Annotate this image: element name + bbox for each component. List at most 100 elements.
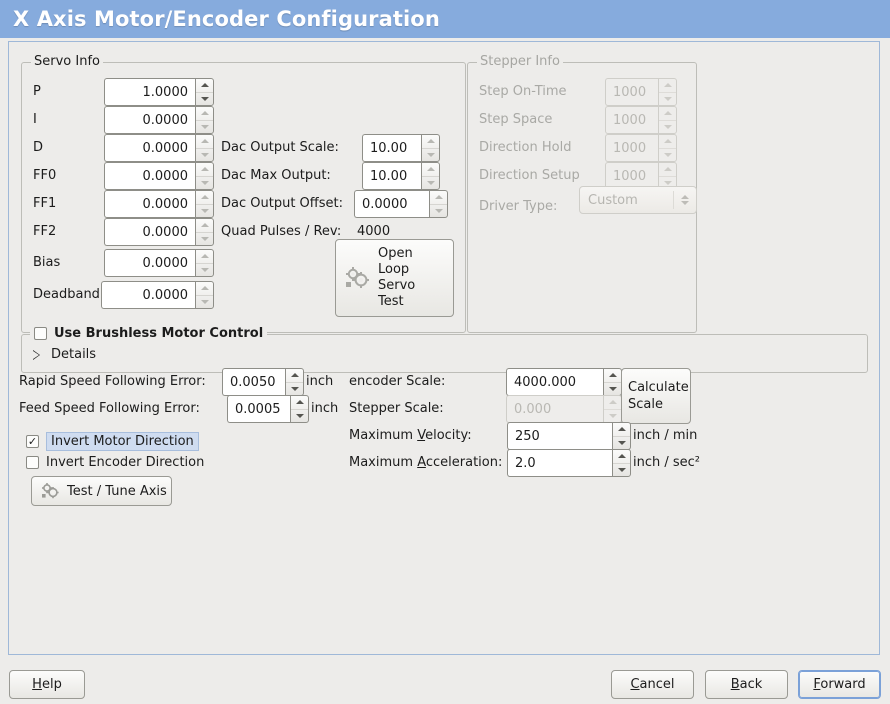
spin-up-icon[interactable] <box>659 163 676 176</box>
feed-following-error-input[interactable]: 0.0005 <box>227 395 290 423</box>
help-button[interactable]: Help <box>9 670 85 699</box>
direction-setup-buttons[interactable] <box>658 162 677 190</box>
spin-down-icon[interactable] <box>196 262 213 277</box>
maximum-velocity-buttons[interactable] <box>612 422 631 450</box>
spin-up-icon[interactable] <box>196 282 213 295</box>
spin-down-icon[interactable] <box>196 119 213 134</box>
spin-down-icon[interactable] <box>196 203 213 218</box>
servo-spin-ff2-buttons[interactable] <box>195 218 214 246</box>
spin-up-icon[interactable] <box>286 369 303 382</box>
spin-down-icon[interactable] <box>613 462 630 477</box>
maximum-velocity-input[interactable]: 250 <box>507 422 612 450</box>
step-space-buttons[interactable] <box>658 106 677 134</box>
servo-spin-ff0-buttons[interactable] <box>195 162 214 190</box>
spin-up-icon[interactable] <box>196 163 213 176</box>
dac-max-output-spin[interactable]: 10.00 <box>362 162 440 190</box>
servo-input-ff0[interactable]: 0.0000 <box>104 162 195 190</box>
direction-hold-buttons[interactable] <box>658 134 677 162</box>
spin-up-icon[interactable] <box>604 369 621 382</box>
direction-setup-spin[interactable]: 1000 <box>605 162 677 190</box>
spin-down-icon[interactable] <box>291 408 308 423</box>
servo-spin-deadband-buttons[interactable] <box>195 281 214 309</box>
servo-input-deadband[interactable]: 0.0000 <box>101 281 195 309</box>
spin-down-icon[interactable] <box>659 119 676 134</box>
spin-up-icon[interactable] <box>196 79 213 92</box>
dac-max-output-buttons[interactable] <box>421 162 440 190</box>
step-space-spin[interactable]: 1000 <box>605 106 677 134</box>
stepper-scale-input[interactable]: 0.000 <box>506 395 603 423</box>
spin-up-icon[interactable] <box>291 396 308 409</box>
invert-encoder-direction-row[interactable]: Invert Encoder Direction <box>26 455 204 470</box>
spin-up-icon[interactable] <box>196 135 213 148</box>
spin-down-icon[interactable] <box>196 294 213 309</box>
servo-input-d[interactable]: 0.0000 <box>104 134 195 162</box>
spin-down-icon[interactable] <box>196 231 213 246</box>
spin-up-icon[interactable] <box>196 107 213 120</box>
spin-up-icon[interactable] <box>422 135 439 148</box>
invert-motor-direction-row[interactable]: ✓ Invert Motor Direction <box>26 432 199 451</box>
direction-hold-input[interactable]: 1000 <box>605 134 658 162</box>
spin-down-icon[interactable] <box>430 203 447 218</box>
spin-down-icon[interactable] <box>613 435 630 450</box>
servo-spin-ff0[interactable]: 0.0000 <box>104 162 214 190</box>
direction-hold-spin[interactable]: 1000 <box>605 134 677 162</box>
spin-up-icon[interactable] <box>196 219 213 232</box>
maximum-acceleration-buttons[interactable] <box>612 449 631 477</box>
step-space-input[interactable]: 1000 <box>605 106 658 134</box>
servo-input-bias[interactable]: 0.0000 <box>104 249 195 277</box>
maximum-acceleration-spin[interactable]: 2.0 <box>507 449 631 477</box>
spin-up-icon[interactable] <box>659 79 676 92</box>
invert-motor-direction-checkbox[interactable]: ✓ <box>26 435 39 448</box>
spin-down-icon[interactable] <box>422 175 439 190</box>
step-on-time-spin[interactable]: 1000 <box>605 78 677 106</box>
spin-down-icon[interactable] <box>196 91 213 106</box>
maximum-velocity-spin[interactable]: 250 <box>507 422 631 450</box>
details-expander[interactable]: Details <box>32 347 96 362</box>
servo-spin-i-buttons[interactable] <box>195 106 214 134</box>
spin-down-icon[interactable] <box>604 408 621 423</box>
feed-following-error-spin[interactable]: 0.0005 <box>227 395 309 423</box>
servo-spin-d[interactable]: 0.0000 <box>104 134 214 162</box>
servo-spin-ff1-buttons[interactable] <box>195 190 214 218</box>
servo-input-p[interactable]: 1.0000 <box>104 78 195 106</box>
encoder-scale-spin[interactable]: 4000.000 <box>506 368 622 396</box>
rapid-following-error-buttons[interactable] <box>285 368 304 396</box>
calculate-scale-button[interactable]: Calculate Scale <box>621 368 691 424</box>
maximum-acceleration-input[interactable]: 2.0 <box>507 449 612 477</box>
servo-spin-bias[interactable]: 0.0000 <box>104 249 214 277</box>
spin-down-icon[interactable] <box>422 147 439 162</box>
stepper-scale-spin[interactable]: 0.000 <box>506 395 622 423</box>
test-tune-axis-button[interactable]: Test / Tune Axis <box>31 476 172 506</box>
spin-down-icon[interactable] <box>196 175 213 190</box>
servo-spin-p[interactable]: 1.0000 <box>104 78 214 106</box>
servo-spin-i[interactable]: 0.0000 <box>104 106 214 134</box>
spin-down-icon[interactable] <box>659 147 676 162</box>
chevron-right-icon[interactable] <box>32 349 42 360</box>
driver-type-combo[interactable]: Custom <box>579 186 697 214</box>
use-brushless-motor-control-row[interactable]: Use Brushless Motor Control <box>30 326 268 341</box>
open-loop-servo-test-button[interactable]: Open Loop Servo Test <box>335 239 454 317</box>
dac-output-offset-spin[interactable]: 0.0000 <box>354 190 448 218</box>
servo-spin-ff2[interactable]: 0.0000 <box>104 218 214 246</box>
spin-up-icon[interactable] <box>613 423 630 436</box>
servo-input-ff2[interactable]: 0.0000 <box>104 218 195 246</box>
dac-output-scale-buttons[interactable] <box>421 134 440 162</box>
dac-output-offset-buttons[interactable] <box>429 190 448 218</box>
servo-spin-deadband[interactable]: 0.0000 <box>101 281 214 309</box>
spin-up-icon[interactable] <box>430 191 447 204</box>
spin-down-icon[interactable] <box>196 147 213 162</box>
encoder-scale-input[interactable]: 4000.000 <box>506 368 603 396</box>
invert-encoder-direction-checkbox[interactable] <box>26 456 39 469</box>
spin-down-icon[interactable] <box>659 175 676 190</box>
step-on-time-buttons[interactable] <box>658 78 677 106</box>
servo-spin-ff1[interactable]: 0.0000 <box>104 190 214 218</box>
spin-down-icon[interactable] <box>659 91 676 106</box>
dac-output-scale-input[interactable]: 10.00 <box>362 134 421 162</box>
forward-button[interactable]: Forward <box>798 670 881 699</box>
spin-down-icon[interactable] <box>286 381 303 396</box>
servo-spin-p-buttons[interactable] <box>195 78 214 106</box>
spin-up-icon[interactable] <box>659 107 676 120</box>
spin-up-icon[interactable] <box>196 250 213 263</box>
spin-up-icon[interactable] <box>422 163 439 176</box>
spin-down-icon[interactable] <box>604 381 621 396</box>
